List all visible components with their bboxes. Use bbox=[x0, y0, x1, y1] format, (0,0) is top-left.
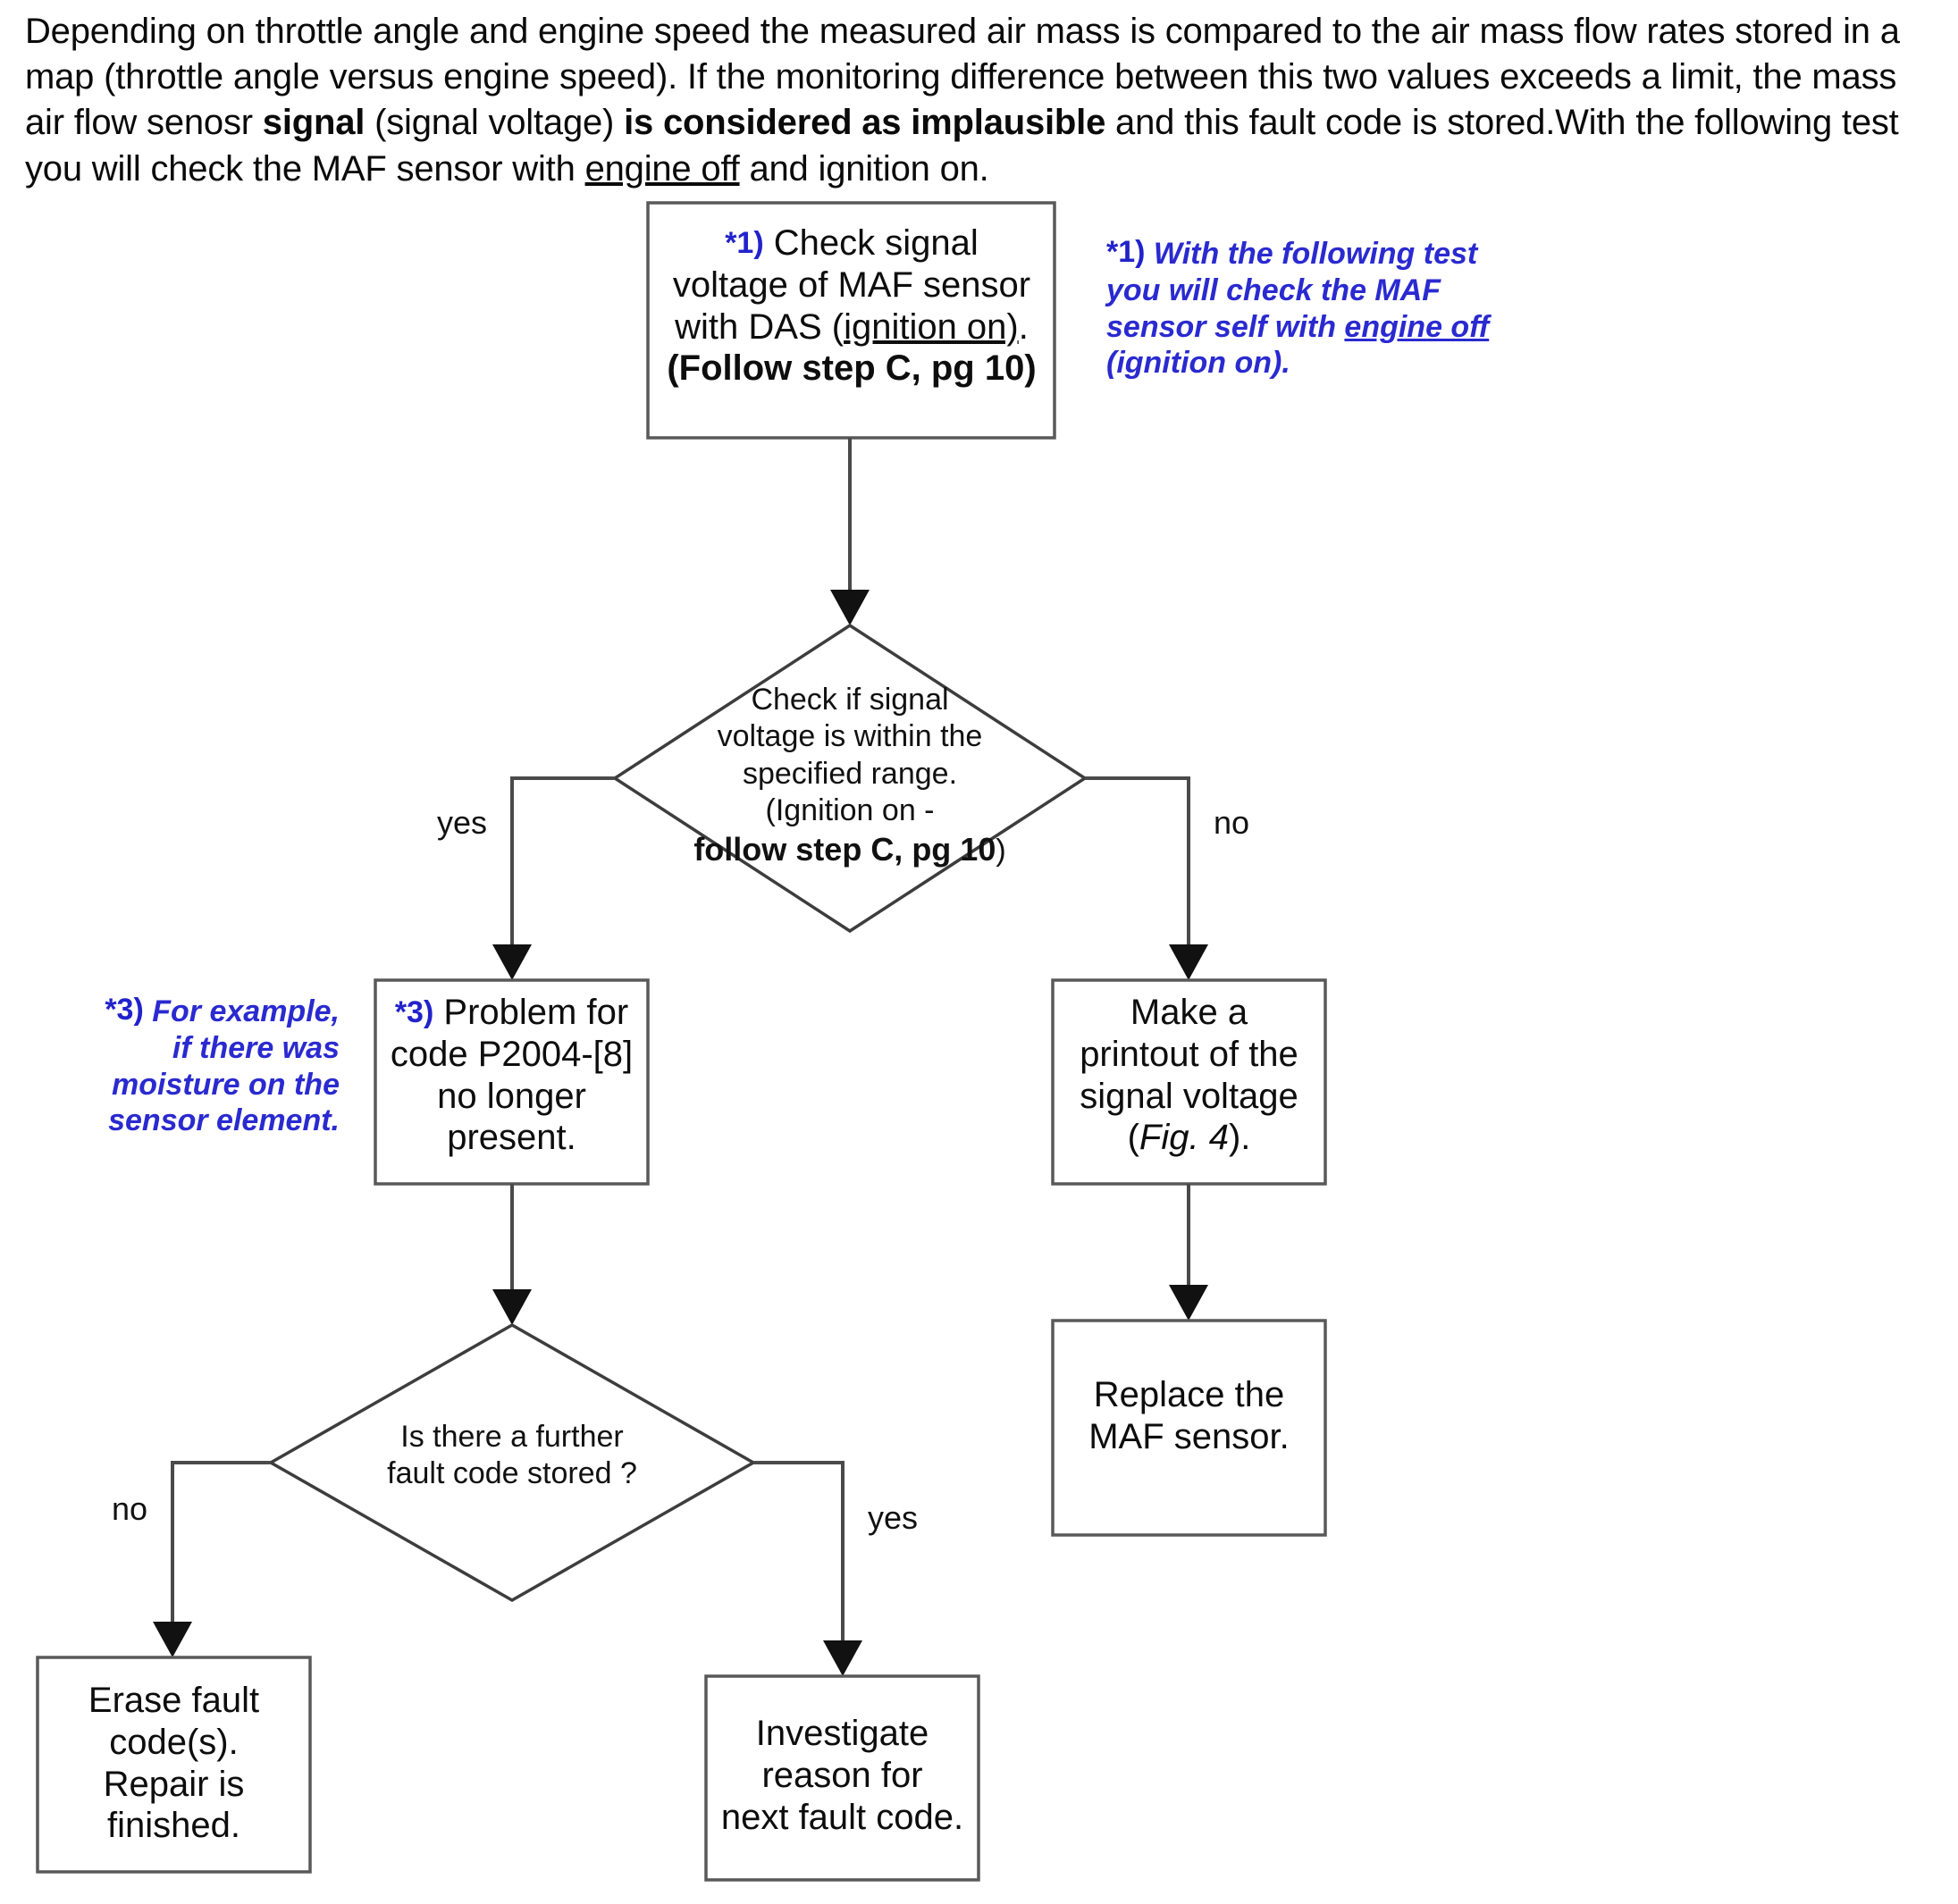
intro-underline-engine-off: engine off bbox=[584, 148, 740, 189]
printout-line1: Make a bbox=[1130, 993, 1248, 1032]
replace-sensor-line2: MAF sensor. bbox=[1088, 1416, 1290, 1456]
decision-range-line4: (Ignition on - bbox=[765, 793, 935, 828]
note1-line2: you will check the MAF bbox=[1106, 273, 1441, 307]
intro-text-mid2: and this fault code is stored.With the f… bbox=[25, 103, 1899, 189]
decision-range-line5-tail: ) bbox=[996, 833, 1006, 868]
intro-text-tail: and ignition on. bbox=[739, 148, 989, 189]
node-printout-box bbox=[1051, 978, 1327, 1186]
intro-bold-implausible: is considered as implausible bbox=[624, 103, 1106, 143]
node-check-signal-box bbox=[646, 201, 1056, 440]
note1-line1: *1) With the following test bbox=[1106, 234, 1491, 273]
note1-line4: (ignition on). bbox=[1106, 346, 1290, 381]
note3-line3: moisture on the bbox=[111, 1067, 340, 1102]
node-erase-codes-box bbox=[36, 1656, 312, 1874]
decision-range-line2: voltage is within the bbox=[717, 719, 983, 754]
node-replace-sensor-box bbox=[1051, 1319, 1327, 1537]
decision-further-line1: Is there a further bbox=[400, 1420, 624, 1454]
node-replace-sensor-label: Replace the MAF sensor. bbox=[1056, 1374, 1322, 1458]
footnote-marker-1a: *1) bbox=[725, 226, 764, 260]
node-problem-gone-label: *3) Problem for code P2004-[8] no longer… bbox=[379, 992, 644, 1159]
node-decision-range-diamond bbox=[611, 623, 1088, 934]
connector-decision-no bbox=[1085, 776, 1190, 955]
intro-bold-signal: signal bbox=[262, 103, 366, 143]
arrowhead-decision2-yes bbox=[823, 1640, 862, 1676]
arrowhead-printout-to-replace bbox=[1169, 1285, 1208, 1321]
branch-label-further-no: no bbox=[111, 1490, 147, 1527]
node-problem-gone-box bbox=[374, 978, 650, 1186]
footnote-marker-1b: *1) bbox=[1106, 235, 1146, 269]
footnote-marker-3b: *3) bbox=[105, 993, 144, 1027]
problem-gone-line1-text: Problem for bbox=[443, 993, 629, 1032]
investigate-line1: Investigate bbox=[755, 1714, 929, 1753]
note1-line3: sensor self with engine off bbox=[1106, 309, 1491, 346]
printout-line4-b: ). bbox=[1228, 1118, 1251, 1158]
node-investigate-box bbox=[704, 1674, 980, 1882]
check-signal-ignition-on: ignition on) bbox=[844, 306, 1019, 347]
decision-further-line2: fault code stored ? bbox=[387, 1456, 637, 1491]
node-erase-codes-label: Erase fault code(s). Repair is finished. bbox=[41, 1680, 307, 1847]
note3-line1-text: For example, bbox=[152, 994, 340, 1028]
decision-range-line1: Check if signal bbox=[751, 683, 949, 717]
erase-codes-line1: Erase fault bbox=[88, 1681, 260, 1720]
annotation-note-3: *3) For example, if there was moisture o… bbox=[98, 992, 340, 1139]
arrowhead-problem-to-decision2 bbox=[492, 1289, 532, 1325]
arrowhead-check-to-decision bbox=[830, 590, 870, 625]
node-decision-further-label: Is there a further fault code stored ? bbox=[342, 1419, 682, 1493]
check-signal-line1: *1) Check signal bbox=[655, 222, 1048, 264]
arrowhead-decision2-no bbox=[153, 1622, 192, 1657]
note1-engine-off: engine off bbox=[1344, 309, 1490, 344]
note1-line3-a: sensor self with bbox=[1106, 309, 1345, 344]
check-signal-follow-step: (Follow step C, pg 10) bbox=[667, 348, 1037, 389]
check-signal-line4: (Follow step C, pg 10) bbox=[655, 348, 1048, 390]
check-signal-line3: with DAS (ignition on). bbox=[655, 306, 1048, 348]
check-signal-line2: voltage of MAF sensor bbox=[672, 264, 1031, 305]
decision-range-follow-step: follow step C, pg 10 bbox=[693, 830, 996, 868]
node-check-signal-label: *1) Check signal voltage of MAF sensor w… bbox=[655, 222, 1048, 390]
decision-range-line3: specified range. bbox=[742, 756, 958, 791]
branch-label-range-no: no bbox=[1214, 804, 1250, 841]
node-decision-further-diamond bbox=[267, 1322, 757, 1603]
erase-codes-line2: code(s). bbox=[109, 1722, 239, 1762]
intro-text-mid1: (signal voltage) bbox=[365, 103, 625, 143]
branch-label-further-yes: yes bbox=[868, 1499, 919, 1536]
arrowhead-decision-yes bbox=[492, 944, 532, 980]
connector-decision2-yes bbox=[753, 1461, 845, 1651]
node-investigate-label: Investigate reason for next fault code. bbox=[710, 1713, 975, 1838]
note3-line1: *3) For example, bbox=[98, 992, 340, 1030]
problem-gone-line2: code P2004-[8] bbox=[390, 1034, 634, 1074]
connector-decision2-no bbox=[171, 1461, 271, 1632]
note1-line1-text: With the following test bbox=[1153, 237, 1478, 271]
investigate-line2: reason for bbox=[761, 1755, 923, 1795]
connector-decision-yes bbox=[510, 776, 615, 955]
problem-gone-line1: *3) Problem for bbox=[379, 992, 644, 1034]
check-signal-line1-text: Check signal bbox=[773, 223, 979, 263]
intro-paragraph: Depending on throttle angle and engine s… bbox=[25, 9, 1937, 192]
annotation-note-1: *1) With the following test you will che… bbox=[1106, 234, 1491, 382]
decision-range-line5: follow step C, pg 10) bbox=[671, 830, 1029, 869]
intro-text-a: Depending on throttle angle and engine s… bbox=[25, 12, 1900, 143]
branch-label-range-yes: yes bbox=[436, 804, 487, 841]
note3-line2: if there was bbox=[172, 1030, 340, 1065]
problem-gone-line3: no longer bbox=[437, 1076, 586, 1116]
printout-fig-ref: Fig. 4 bbox=[1139, 1118, 1229, 1158]
printout-line4-a: ( bbox=[1127, 1118, 1139, 1158]
erase-codes-line3: Repair is bbox=[103, 1764, 245, 1804]
printout-line3: signal voltage bbox=[1080, 1076, 1298, 1116]
arrowhead-decision-no bbox=[1169, 944, 1208, 980]
investigate-line3: next fault code. bbox=[720, 1797, 964, 1837]
check-signal-line3-b: . bbox=[1018, 306, 1029, 347]
erase-codes-line4: finished. bbox=[107, 1806, 240, 1846]
node-decision-range-label: Check if signal voltage is within the sp… bbox=[671, 682, 1029, 869]
replace-sensor-line1: Replace the bbox=[1093, 1375, 1285, 1414]
node-printout-label: Make a printout of the signal voltage (F… bbox=[1056, 992, 1322, 1159]
check-signal-line3-a: with DAS ( bbox=[675, 306, 845, 347]
printout-line4: (Fig. 4). bbox=[1056, 1117, 1322, 1159]
note3-line4: sensor element. bbox=[108, 1103, 340, 1138]
problem-gone-line4: present. bbox=[447, 1118, 576, 1158]
footnote-marker-3a: *3) bbox=[394, 995, 434, 1029]
printout-line2: printout of the bbox=[1080, 1034, 1298, 1074]
